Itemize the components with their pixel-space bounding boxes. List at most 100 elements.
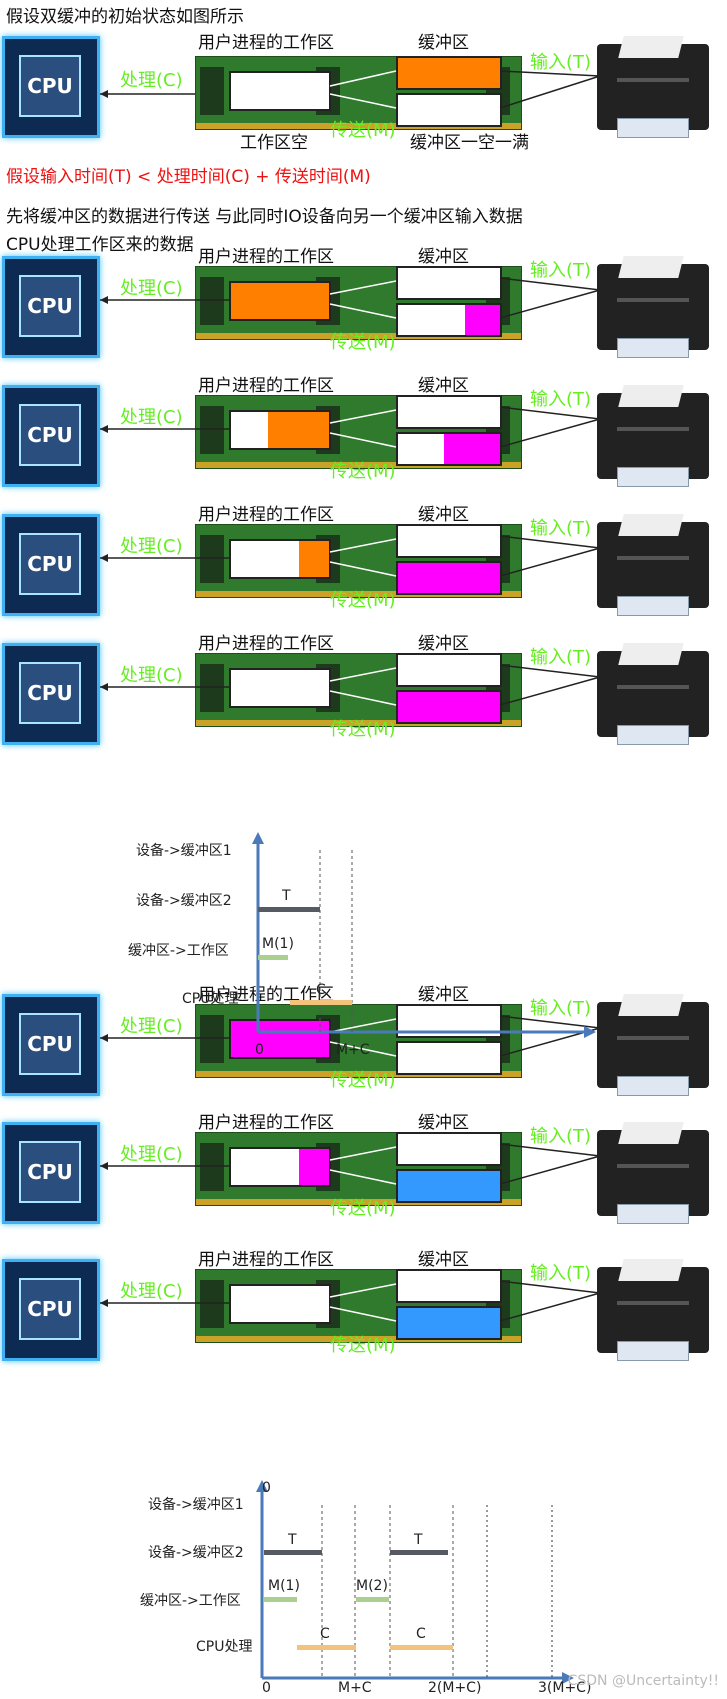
tl2-tick-0: 0 bbox=[262, 1680, 271, 1696]
buffer-1 bbox=[396, 1269, 502, 1303]
process-label: 处理(C) bbox=[120, 1144, 183, 1165]
input-label: 输入(T) bbox=[530, 1126, 592, 1147]
timeline-2: 设备->缓冲区1 设备->缓冲区2 缓冲区->工作区 CPU处理 T T M(1… bbox=[0, 1480, 727, 1696]
cpu-chip: CPU bbox=[2, 36, 100, 138]
intro-line3: CPU处理工作区来的数据 bbox=[6, 235, 194, 255]
panel-step-3: CPU 用户进程的工作区 缓冲区 处理(C) 传送(M) 输入(T) bbox=[0, 505, 727, 624]
process-label: 处理(C) bbox=[120, 1281, 183, 1302]
cpu-label: CPU bbox=[27, 1032, 73, 1056]
workarea-box bbox=[229, 1147, 331, 1187]
flow-arrows bbox=[100, 406, 601, 448]
tl1-bar-C-label: C bbox=[316, 982, 326, 998]
input-label: 输入(T) bbox=[530, 647, 592, 668]
panel-step-4: CPU 用户进程的工作区 缓冲区 处理(C) 传送(M) 输入(T) bbox=[0, 634, 727, 753]
tl2-bar-M2-label: M(2) bbox=[356, 1578, 388, 1594]
tl1-row-1: 设备->缓冲区1 bbox=[136, 843, 232, 859]
tl2-bar-T1-label: T bbox=[288, 1532, 297, 1548]
workarea-title: 用户进程的工作区 bbox=[198, 505, 334, 525]
panel-initial: CPU 用户进程的工作区 缓冲区 处理(C) 传送(M) 输入(T) bbox=[0, 33, 727, 146]
panel-step-7: CPU 用户进程的工作区 缓冲区 处理(C) 传送(M) 输入(T) bbox=[0, 1250, 727, 1369]
tl2-bar-C2 bbox=[390, 1645, 453, 1650]
tl2-row-1: 设备->缓冲区1 bbox=[148, 1497, 244, 1513]
buffer-1 bbox=[396, 1132, 502, 1166]
tl2-bar-T2-label: T bbox=[414, 1532, 423, 1548]
input-label: 输入(T) bbox=[530, 998, 592, 1019]
printer-icon bbox=[597, 36, 709, 138]
workarea-box bbox=[229, 1284, 331, 1324]
buffer-2 bbox=[396, 1306, 502, 1340]
panel-step-6: CPU 用户进程的工作区 缓冲区 处理(C) 传送(M) 输入(T) bbox=[0, 1113, 727, 1232]
workarea-title: 用户进程的工作区 bbox=[198, 634, 334, 654]
transfer-label: 传送(M) bbox=[330, 1070, 396, 1091]
buffer-title: 缓冲区 bbox=[418, 1113, 469, 1133]
buffer-1 bbox=[396, 524, 502, 558]
timeline-1-svg bbox=[252, 832, 596, 1038]
printer-icon bbox=[597, 1122, 709, 1224]
tl1-row-4: CPU处理 bbox=[182, 991, 239, 1007]
cpu-chip: CPU bbox=[2, 643, 100, 745]
workarea-box bbox=[229, 281, 331, 321]
cpu-label: CPU bbox=[27, 74, 73, 98]
tl2-row-4: CPU处理 bbox=[196, 1639, 253, 1655]
input-label: 输入(T) bbox=[530, 52, 592, 73]
tl2-bar-M1 bbox=[264, 1597, 297, 1602]
panel-step-1: CPU 用户进程的工作区 缓冲区 处理(C) 传送(M) 输入(T) bbox=[0, 247, 727, 366]
workarea-box bbox=[229, 410, 331, 450]
buffer-title: 缓冲区 bbox=[418, 33, 469, 53]
printer-icon bbox=[597, 256, 709, 358]
intro-line2: 先将缓冲区的数据进行传送 与此同时IO设备向另一个缓冲区输入数据 bbox=[6, 207, 523, 227]
printer-icon bbox=[597, 994, 709, 1096]
intro-title: 假设双缓冲的初始状态如图所示 bbox=[6, 7, 244, 27]
cpu-chip: CPU bbox=[2, 1259, 100, 1361]
tl2-bar-T1 bbox=[264, 1550, 322, 1555]
cpu-chip: CPU bbox=[2, 1122, 100, 1224]
buffer-2 bbox=[396, 303, 502, 337]
buffer-1 bbox=[396, 266, 502, 300]
buffer-2 bbox=[396, 93, 502, 127]
cpu-chip: CPU bbox=[2, 256, 100, 358]
transfer-label: 传送(M) bbox=[330, 120, 396, 141]
workarea-title: 用户进程的工作区 bbox=[198, 376, 334, 396]
cpu-chip: CPU bbox=[2, 514, 100, 616]
transfer-label: 传送(M) bbox=[330, 332, 396, 353]
cpu-label: CPU bbox=[27, 1297, 73, 1321]
printer-icon bbox=[597, 643, 709, 745]
buffer-title: 缓冲区 bbox=[418, 985, 469, 1005]
tl1-tick-mc: M+C bbox=[336, 1042, 370, 1058]
process-label: 处理(C) bbox=[120, 1016, 183, 1037]
tl2-bar-M2 bbox=[356, 1597, 389, 1602]
tl1-bar-T-label: T bbox=[282, 888, 291, 904]
tl2-axis-origin: 0 bbox=[262, 1480, 271, 1496]
cpu-label: CPU bbox=[27, 423, 73, 447]
tl1-bar-M1 bbox=[258, 955, 288, 960]
transfer-label: 传送(M) bbox=[330, 719, 396, 740]
buffer-1 bbox=[396, 395, 502, 429]
tl1-row-2: 设备->缓冲区2 bbox=[136, 893, 232, 909]
cpu-label: CPU bbox=[27, 1160, 73, 1184]
workarea-box bbox=[229, 539, 331, 579]
buffer-1 bbox=[396, 56, 502, 90]
printer-icon bbox=[597, 385, 709, 487]
flow-arrows bbox=[100, 1280, 601, 1322]
panel-step-2: CPU 用户进程的工作区 缓冲区 处理(C) 传送(M) 输入(T) bbox=[0, 376, 727, 495]
cpu-chip: CPU bbox=[2, 994, 100, 1096]
tl2-tick-3mc: 3(M+C) bbox=[538, 1680, 592, 1696]
buffer-1 bbox=[396, 653, 502, 687]
buffer-2 bbox=[396, 432, 502, 466]
workarea-title: 用户进程的工作区 bbox=[198, 1113, 334, 1133]
workarea-box bbox=[229, 71, 331, 111]
flow-arrows bbox=[100, 664, 601, 706]
transfer-label: 传送(M) bbox=[330, 1335, 396, 1356]
printer-icon bbox=[597, 1259, 709, 1361]
workarea-title: 用户进程的工作区 bbox=[198, 33, 334, 53]
input-label: 输入(T) bbox=[530, 518, 592, 539]
tl2-bar-C2-label: C bbox=[416, 1626, 426, 1642]
buffer-state-note: 缓冲区一空一满 bbox=[410, 133, 529, 153]
flow-arrows bbox=[100, 535, 601, 577]
input-label: 输入(T) bbox=[530, 1263, 592, 1284]
assumption-text: 假设输入时间(T) < 处理时间(C) + 传送时间(M) bbox=[6, 167, 371, 187]
process-label: 处理(C) bbox=[120, 278, 183, 299]
buffer-2 bbox=[396, 561, 502, 595]
input-label: 输入(T) bbox=[530, 260, 592, 281]
buffer-2 bbox=[396, 1041, 502, 1075]
